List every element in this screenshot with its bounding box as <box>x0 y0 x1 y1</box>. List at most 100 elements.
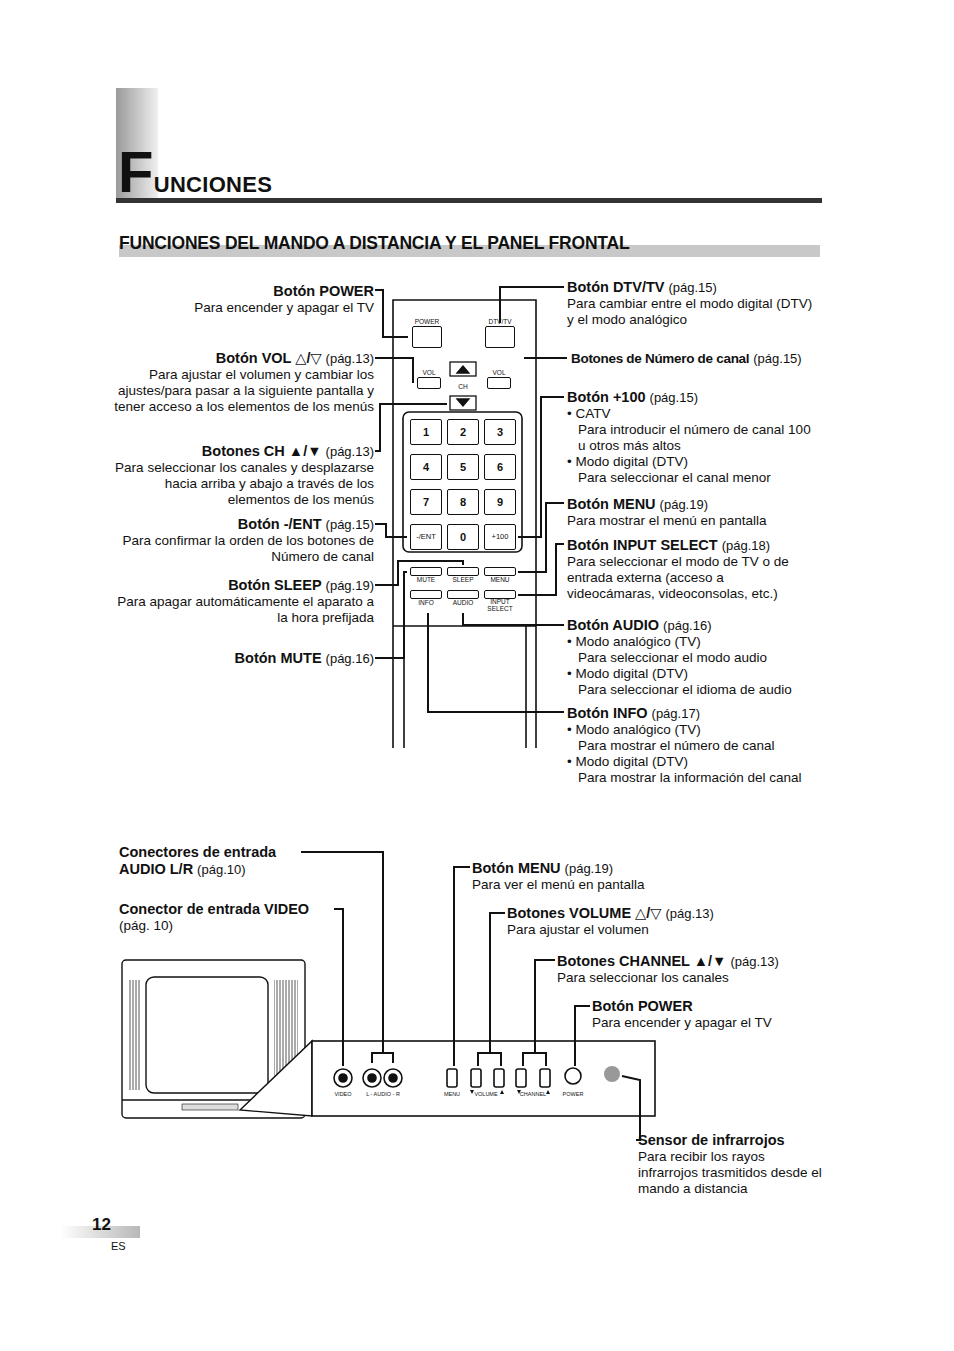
callout-text: Para introducir el número de canal 100 u… <box>578 422 811 453</box>
callout-heading: Conector de entrada VIDEO <box>119 901 309 917</box>
callout: POWER <box>558 1091 588 1097</box>
remote-button: 8 <box>447 489 479 515</box>
page-reference: (pág.16) <box>663 618 711 633</box>
callout: Botón AUDIO (pág.16)• Modo analógico (TV)… <box>567 617 827 698</box>
callout-text: (pág. 10) <box>119 918 173 933</box>
remote-button: 9 <box>484 489 516 515</box>
callout: Botones CH ▲/▼(pág.13)Para seleccionar l… <box>112 443 374 508</box>
callout-text: • Modo analógico (TV) <box>567 722 701 737</box>
callout-line: • CATV <box>567 406 817 422</box>
button-label: 9 <box>485 496 515 508</box>
callout-line: Botón VOL △/▽(pág.13) <box>112 350 374 367</box>
page-reference: (pág.15) <box>326 517 374 532</box>
remote-button: DTV/TV <box>485 326 515 348</box>
callout: Botón +100(pág.15)• CATVPara introducir … <box>567 389 817 486</box>
remote-button: +100 <box>484 524 516 550</box>
callout-text: L - AUDIO - R <box>366 1091 400 1097</box>
callout: Botón MUTE (pág.16) <box>112 650 374 667</box>
button-label: 5 <box>448 461 478 473</box>
channel-key-pair: CH <box>450 377 476 395</box>
callout-text: • Modo analógico (TV) <box>567 634 701 649</box>
remote-button: AUDIO <box>447 590 479 599</box>
callout-heading: Botones CH ▲/▼ <box>202 443 322 459</box>
callout: Botón MENU (pág.19)Para mostrar el menú e… <box>567 496 817 529</box>
page-reference: (pág.19) <box>326 578 374 593</box>
remote-button: MUTE <box>410 567 442 576</box>
remote-button: VOL <box>417 377 441 389</box>
callout-text: Para ver el menú en pantalla <box>472 877 645 892</box>
callout-text: Para seleccionar los canales <box>557 970 729 985</box>
callout: Botones VOLUME △/▽ (pág.13) Para ajustar e… <box>507 905 747 938</box>
page-reference: (pág.13) <box>665 906 713 921</box>
callout-line: • Modo analógico (TV) <box>567 634 827 650</box>
remote-button: 1 <box>410 419 442 445</box>
callout-heading: Botón INPUT SELECT <box>567 537 718 553</box>
callout: Botón SLEEP(pág.19)Para apagar automátic… <box>112 577 374 626</box>
callout: Botón INPUT SELECT (pág.18)Para seleccion… <box>567 537 799 602</box>
callout-text: Para ajustar el volumen y cambiar los aj… <box>114 367 374 414</box>
callout-line: Para cambiar entre el modo digital (DTV)… <box>567 296 817 328</box>
callout-line: • Modo digital (DTV) <box>567 666 827 682</box>
callout-line: L - AUDIO - R <box>358 1091 408 1097</box>
callout-line: Sensor de infrarrojos <box>638 1132 824 1149</box>
remote-button: 3 <box>484 419 516 445</box>
callout: CHANNEL <box>519 1091 547 1097</box>
callout-heading: Botón DTV/TV <box>567 279 664 295</box>
callout-heading: Botones CHANNEL ▲/▼ <box>557 953 726 969</box>
callout-text: Para confirmar la orden de los botones d… <box>123 533 374 564</box>
callout-line: Para introducir el número de canal 100 u… <box>567 422 817 454</box>
page-reference: (pág.15) <box>753 351 801 366</box>
callout-line: 12 <box>92 1217 122 1234</box>
callout-line: Botón MENU(pág.19) <box>472 860 692 877</box>
callout-line: ES <box>111 1238 141 1254</box>
callout-line: Botón POWER <box>592 998 812 1015</box>
callout-heading: Botón INFO <box>567 705 648 721</box>
callout-line: Botón POWER <box>112 283 374 300</box>
callout-line: Botón +100(pág.15) <box>567 389 817 406</box>
callout-text: Para apagar automáticamente el aparato a… <box>117 594 374 625</box>
callout-line: Para seleccionar el canal menor <box>567 470 817 486</box>
callout-heading: Botón MUTE <box>235 650 322 666</box>
callout-heading: Botones VOLUME △/▽ <box>507 905 661 921</box>
button-label: +100 <box>485 533 515 541</box>
callout-line: Para mostrar el número de canal <box>567 738 829 754</box>
callout-heading: FUNCIONES DEL MANDO A DISTANCIA Y EL PAN… <box>119 233 630 253</box>
page-reference: (pág.16) <box>326 651 374 666</box>
callout-text: Para seleccionar el idioma de audio <box>578 682 792 697</box>
callout-line: POWER <box>558 1091 588 1097</box>
callout: VOLUME <box>472 1091 500 1097</box>
callout-text: Para seleccionar el modo de TV o de entr… <box>567 554 789 601</box>
callout-text: VOLUME <box>474 1091 497 1097</box>
callout-heading: Botón +100 <box>567 389 646 405</box>
button-label: MENU <box>490 576 509 583</box>
page-reference: (pág.19) <box>660 497 708 512</box>
callout-line: Para confirmar la orden de los botones d… <box>112 533 374 565</box>
callout-heading: 12 <box>92 1215 111 1234</box>
callout: Botón DTV/TV(pág.15)Para cambiar entre e… <box>567 279 817 328</box>
callout: FUNCIONES DEL MANDO A DISTANCIA Y EL PAN… <box>119 235 819 253</box>
button-label: AUDIO <box>453 599 474 606</box>
button-label: CH <box>458 383 467 390</box>
callout-text: Para ajustar el volumen <box>507 922 649 937</box>
remote-button: 0 <box>447 524 479 550</box>
callout-line: (pág. 10) <box>119 918 334 934</box>
button-label: 7 <box>411 496 441 508</box>
callout: Botón POWERPara encender y apagar el TV <box>112 283 374 316</box>
callout-text: Para mostrar el número de canal <box>578 738 775 753</box>
button-label: 0 <box>448 531 478 543</box>
page-reference: (pág.18) <box>722 538 770 553</box>
callout-heading: Botón MENU <box>567 496 656 512</box>
callout-line: Botones CHANNEL ▲/▼(pág.13) <box>557 953 817 970</box>
callout-line: Para mostrar el menú en pantalla <box>567 513 817 529</box>
callout-line: Para encender y apagar el TV <box>112 300 374 316</box>
callout-line: Botón INFO(pág.17) <box>567 705 829 722</box>
callout: Botones de Número de canal(pág.15) <box>571 351 831 367</box>
callout-line: Conectores de entrada AUDIO L/R(pág.10) <box>119 844 304 878</box>
callout-heading: Botón AUDIO <box>567 617 659 633</box>
remote-button: INPUT SELECT <box>484 590 516 599</box>
button-label: 6 <box>485 461 515 473</box>
callout: VIDEO <box>325 1091 361 1097</box>
callout-line: Para seleccionar el modo de TV o de entr… <box>567 554 799 602</box>
callout: Conectores de entrada AUDIO L/R(pág.10) <box>119 844 304 878</box>
button-label: -/ENT <box>411 533 441 541</box>
